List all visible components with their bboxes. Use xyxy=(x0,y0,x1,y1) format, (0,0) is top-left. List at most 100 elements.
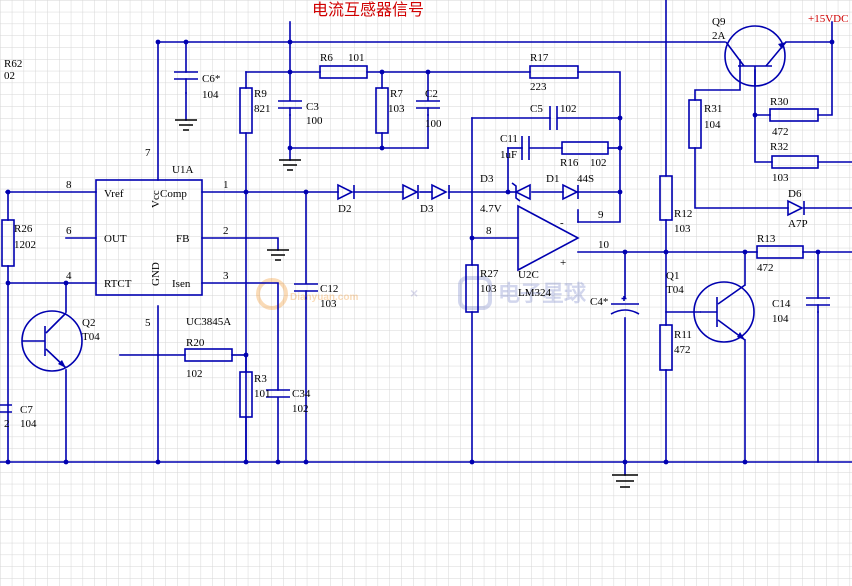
label-r3-ref: R3 xyxy=(254,373,267,385)
label-r17-val: 223 xyxy=(530,81,547,93)
ic-pin-number-6: 6 xyxy=(66,225,72,237)
resistor-r6 xyxy=(319,65,368,79)
capacitor-c34 xyxy=(266,389,290,398)
label-d1-ref: D1 xyxy=(546,173,559,185)
opamp-u2c: - + 8 9 10 U2C LM324 xyxy=(486,204,610,299)
label-c3-val: 100 xyxy=(306,115,323,127)
label-c7-val: 104 xyxy=(20,418,37,430)
label-r9-ref: R9 xyxy=(254,88,267,100)
label-q9-ref: Q9 xyxy=(712,16,726,28)
label-d2-ref: D2 xyxy=(338,203,351,215)
opamp-pin-8: 8 xyxy=(486,225,492,237)
ground-c3 xyxy=(279,159,301,171)
label-r62-val: 02 xyxy=(4,70,15,82)
label-r16-val: 102 xyxy=(590,157,607,169)
component-labels: R62 02 R26 1202 Q2 T04 C7 104 2 C6* 104 … xyxy=(4,16,808,430)
resistor-r9 xyxy=(239,87,253,134)
label-q2-val: T04 xyxy=(82,331,100,343)
transistor-q2 xyxy=(21,310,83,372)
ic-pin-out: OUT xyxy=(104,233,127,245)
label-d6-ref: D6 xyxy=(788,188,802,200)
label-q9-val: 2A xyxy=(712,30,726,42)
resistor-r17 xyxy=(529,65,579,79)
opamp-part: LM324 xyxy=(518,287,552,299)
capacitor-c5 xyxy=(549,106,558,130)
label-c2-ref: C2 xyxy=(425,88,438,100)
label-c7-extra: 2 xyxy=(4,418,10,430)
ic-pin-vcc: Vcc xyxy=(150,190,162,208)
label-r32-ref: R32 xyxy=(770,141,788,153)
label-c11-val: 1uF xyxy=(500,149,517,161)
resistor-r27 xyxy=(465,264,479,313)
ground-main xyxy=(612,474,638,488)
wires xyxy=(0,0,852,476)
capacitor-c11 xyxy=(521,136,530,160)
label-r27-val: 103 xyxy=(480,283,497,295)
label-d3a-ref: D3 xyxy=(420,203,434,215)
label-r20-val: 102 xyxy=(186,368,203,380)
label-c7-ref: C7 xyxy=(20,404,33,416)
schematic-title: 电流互感器信号 xyxy=(312,1,424,19)
label-c34-val: 102 xyxy=(292,403,309,415)
resistor-r30 xyxy=(769,108,819,122)
ic-pin-gnd: GND xyxy=(150,262,162,286)
label-d3b-val: 4.7V xyxy=(480,203,502,215)
label-d1-val: 44S xyxy=(577,173,594,185)
label-r32-val: 103 xyxy=(772,172,789,184)
ic-pin-number-3: 3 xyxy=(223,270,229,282)
opamp-designator: U2C xyxy=(518,269,539,281)
label-r30-ref: R30 xyxy=(770,96,789,108)
diode-d6 xyxy=(787,199,805,217)
label-r11-ref: R11 xyxy=(674,329,692,341)
capacitor-c4-plus xyxy=(621,296,627,301)
label-r16-ref: R16 xyxy=(560,157,579,169)
transistor-q1 xyxy=(693,281,755,343)
label-c2-val: 100 xyxy=(425,118,442,130)
resistor-r31 xyxy=(688,99,702,149)
ic-pin-comp: Comp xyxy=(160,188,187,200)
ic-pin-number-2: 2 xyxy=(223,225,229,237)
label-c5-ref: C5 xyxy=(530,103,543,115)
label-r20-ref: R20 xyxy=(186,337,205,349)
ic-part: UC3845A xyxy=(186,316,231,328)
ic-pin-number-4: 4 xyxy=(66,270,72,282)
label-r30-val: 472 xyxy=(772,126,789,138)
watermark: Dianyuan.com × 电子星球 xyxy=(256,276,587,310)
label-r12-ref: R12 xyxy=(674,208,692,220)
opamp-pin-9: 9 xyxy=(598,209,604,221)
label-c11-ref: C11 xyxy=(500,133,518,145)
label-q1-val: T04 xyxy=(666,284,684,296)
label-c14-val: 104 xyxy=(772,313,789,325)
capacitor-c4-plate-bottom xyxy=(610,309,640,315)
diodes xyxy=(337,182,805,217)
junction-dots xyxy=(5,39,835,465)
resistor-r13 xyxy=(756,245,804,259)
ic-u1a: Vref OUT RTCT Comp FB Isen Vcc GND 8 6 4… xyxy=(66,147,231,329)
opamp-minus-sign: - xyxy=(560,217,564,229)
opamp-plus-sign: + xyxy=(560,257,566,269)
label-c14-ref: C14 xyxy=(772,298,791,310)
label-c3-ref: C3 xyxy=(306,101,319,113)
ic-pin-vref: Vref xyxy=(104,188,124,200)
label-r62-ref: R62 xyxy=(4,58,22,70)
label-r26-ref: R26 xyxy=(14,223,33,235)
label-r27-ref: R27 xyxy=(480,268,499,280)
ic-designator: U1A xyxy=(172,164,193,176)
zener-d3b xyxy=(511,182,531,202)
ic-pin-isen: Isen xyxy=(172,278,191,290)
resistor-r26 xyxy=(1,219,15,267)
ic-pin-number-1: 1 xyxy=(223,179,229,191)
label-r26-val: 1202 xyxy=(14,239,36,251)
label-q2-ref: Q2 xyxy=(82,317,95,329)
watermark-right: 电子星球 xyxy=(498,281,587,306)
label-r6-val: 101 xyxy=(348,52,365,64)
label-r17-ref: R17 xyxy=(530,52,549,64)
supply-label: +15VDC xyxy=(808,13,848,25)
label-r3-val: 101 xyxy=(254,388,271,400)
label-r12-val: 103 xyxy=(674,223,691,235)
label-c4-ref: C4* xyxy=(590,296,608,308)
label-c5-val: 102 xyxy=(560,103,577,115)
capacitors xyxy=(0,71,830,413)
